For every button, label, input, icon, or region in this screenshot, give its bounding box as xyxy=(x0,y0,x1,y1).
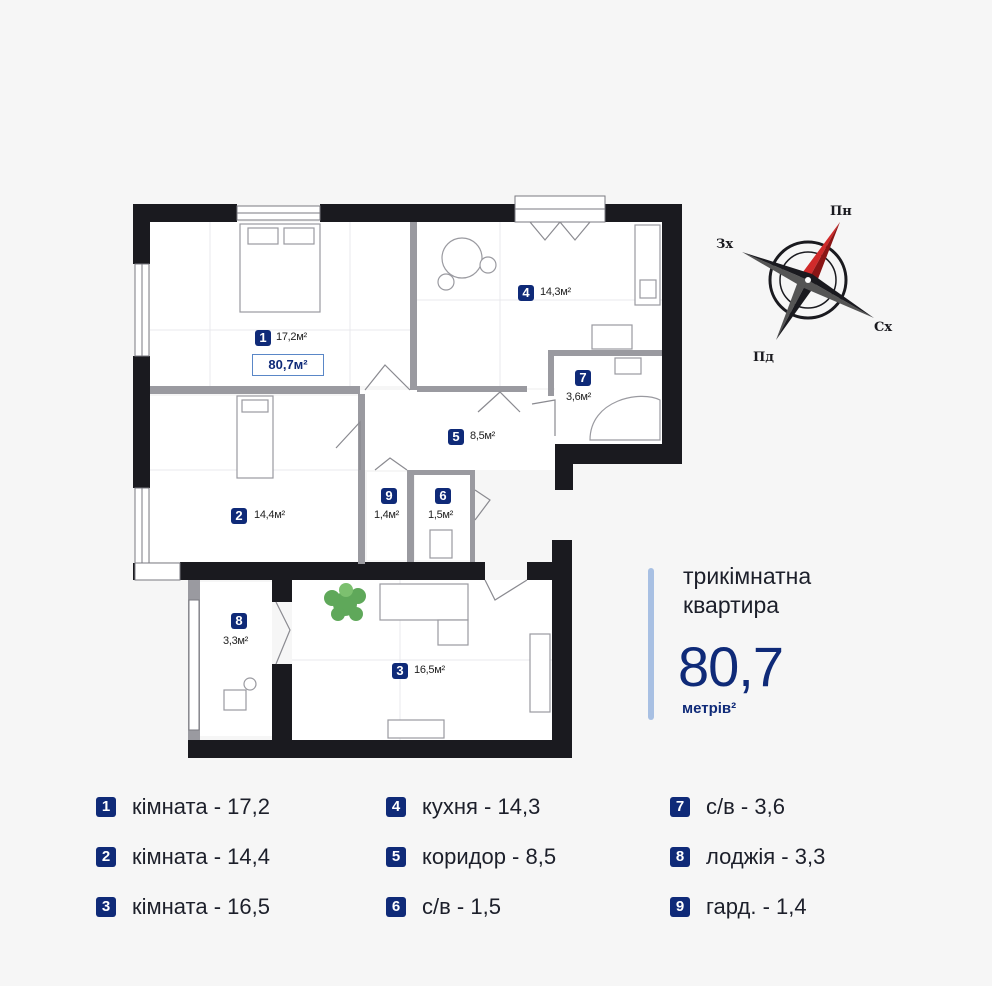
room-area-6: 1,5м² xyxy=(428,509,454,521)
legend-badge: 1 xyxy=(96,797,116,817)
legend-text: с/в - 3,6 xyxy=(706,794,785,819)
room-area-1: 17,2м² xyxy=(276,331,307,343)
legend-text: лоджія - 3,3 xyxy=(706,844,826,869)
plant-icon xyxy=(324,583,366,621)
room-area-9: 1,4м² xyxy=(374,509,400,521)
room-badge-9: 9 xyxy=(381,488,397,504)
chair-loggia xyxy=(223,689,247,711)
bathtub xyxy=(589,395,661,441)
windows xyxy=(134,195,606,731)
compass-east: Сх xyxy=(874,320,892,335)
room-area-3: 16,5м² xyxy=(414,664,445,676)
room-badge-4: 4 xyxy=(518,285,534,301)
dining-table xyxy=(441,237,483,279)
legend-badge: 9 xyxy=(670,897,690,917)
room-badge-3: 3 xyxy=(392,663,408,679)
plan-total-area: 80,7м² xyxy=(252,354,324,376)
doors xyxy=(275,221,591,665)
legend-text: гард. - 1,4 xyxy=(706,894,807,919)
legend-item: 2 кімната - 14,4 xyxy=(96,844,270,870)
room-area-7: 3,6м² xyxy=(566,391,592,403)
legend-badge: 4 xyxy=(386,797,406,817)
sofa xyxy=(379,583,469,621)
room-badge-8: 8 xyxy=(231,613,247,629)
legend-text: с/в - 1,5 xyxy=(422,894,501,919)
apartment-type: трикімнатна квартира xyxy=(683,562,811,620)
legend-item: 3 кімната - 16,5 xyxy=(96,894,270,920)
room-badge-6: 6 xyxy=(435,488,451,504)
legend-badge: 5 xyxy=(386,847,406,867)
legend-item: 8 лоджія - 3,3 xyxy=(670,844,825,870)
room-badge-5: 5 xyxy=(448,429,464,445)
legend-badge: 3 xyxy=(96,897,116,917)
room-area-2: 14,4м² xyxy=(254,509,285,521)
legend-item: 5 коридор - 8,5 xyxy=(386,844,556,870)
legend-badge: 7 xyxy=(670,797,690,817)
apartment-type-line2: квартира xyxy=(683,592,780,618)
room-area-5: 8,5м² xyxy=(470,430,496,442)
compass-north: Пн xyxy=(830,204,852,219)
legend-text: коридор - 8,5 xyxy=(422,844,557,869)
tv-stand xyxy=(387,719,445,739)
legend-item: 4 кухня - 14,3 xyxy=(386,794,540,820)
legend-text: кімната - 17,2 xyxy=(132,794,270,819)
wardrobe xyxy=(529,633,551,713)
legend-text: кімната - 16,5 xyxy=(132,894,270,919)
info-accent-bar xyxy=(648,568,654,720)
room-area-4: 14,3м² xyxy=(540,286,571,298)
apartment-area-value: 80,7 xyxy=(678,635,784,698)
apartment-area-unit: метрів² xyxy=(682,700,737,717)
furniture xyxy=(223,223,661,739)
legend-text: кімната - 14,4 xyxy=(132,844,270,869)
room-badge-2: 2 xyxy=(231,508,247,524)
compass-icon: Пн Сх Пд Зх xyxy=(716,204,892,365)
legend-item: 9 гард. - 1,4 xyxy=(670,894,807,920)
toilet xyxy=(429,529,453,559)
legend-item: 1 кімната - 17,2 xyxy=(96,794,270,820)
legend-item: 6 с/в - 1,5 xyxy=(386,894,501,920)
legend-item: 7 с/в - 3,6 xyxy=(670,794,785,820)
legend-badge: 8 xyxy=(670,847,690,867)
walls xyxy=(133,204,682,758)
compass-south: Пд xyxy=(753,350,774,365)
legend-badge: 6 xyxy=(386,897,406,917)
legend-text: кухня - 14,3 xyxy=(422,794,541,819)
room-area-8: 3,3м² xyxy=(223,635,249,647)
apartment-type-line1: трикімнатна xyxy=(683,563,812,589)
room-badge-7: 7 xyxy=(575,370,591,386)
compass-west: Зх xyxy=(716,237,733,252)
room-badge-1: 1 xyxy=(255,330,271,346)
legend-badge: 2 xyxy=(96,847,116,867)
